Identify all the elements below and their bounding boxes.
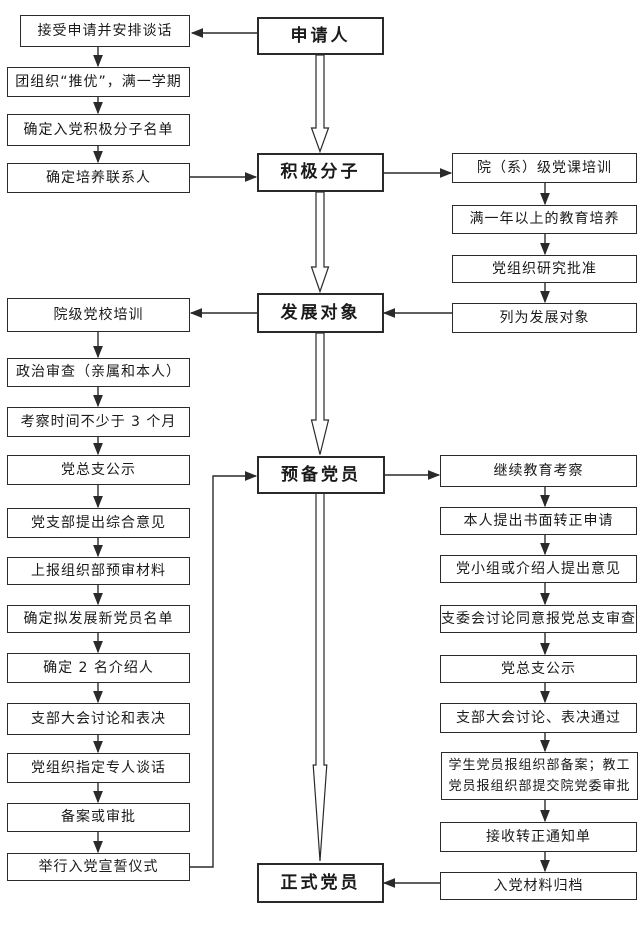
step-org-appointed-talk: 党组织指定专人谈话	[7, 753, 190, 783]
step-branch-meeting-vote: 支部大会讨论和表决	[7, 703, 190, 735]
step-committee-discussion-report: 支委会讨论同意报党总支审查	[440, 605, 637, 633]
step-league-recommendation: 团组织“推优”，满一学期	[7, 67, 190, 97]
hollow-arrow-activist-to-target	[310, 191, 330, 294]
step-continued-education: 继续教育考察	[440, 455, 637, 487]
step-branch-meeting-pass: 支部大会讨论、表决通过	[440, 703, 637, 733]
arrows-right-bottom-branch	[382, 470, 550, 888]
arrows-left-middle-branch	[93, 308, 258, 868]
arrows-right-top-branch	[382, 168, 550, 318]
hollow-arrow-target-to-probationary	[310, 332, 330, 455]
step-group-introducer-opinions: 党小组或介绍人提出意见	[440, 555, 637, 583]
step-assign-cultivation-contact: 确定培养联系人	[7, 163, 190, 193]
node-development-target: 发展对象	[257, 293, 384, 333]
step-confirm-two-introducers: 确定 2 名介绍人	[7, 653, 190, 683]
step-written-transfer-application: 本人提出书面转正申请	[440, 507, 637, 535]
step-filing-or-approval: 备案或审批	[7, 803, 190, 832]
step-general-branch-publicity: 党总支公示	[7, 455, 190, 485]
step-college-party-class: 院（系）级党课培训	[452, 153, 637, 183]
arrows-left-top-branch	[93, 28, 258, 182]
step-accept-application: 接受申请并安排谈话	[20, 15, 190, 47]
step-archive-materials: 入党材料归档	[440, 872, 637, 900]
hollow-arrow-applicant-to-activist	[310, 54, 330, 154]
step-general-branch-publicity-2: 党总支公示	[440, 655, 637, 683]
step-oath-ceremony: 举行入党宣誓仪式	[7, 853, 190, 881]
node-activist: 积极分子	[257, 153, 384, 192]
node-probationary-member: 预备党员	[257, 456, 385, 494]
node-full-member: 正式党员	[257, 863, 384, 903]
step-one-year-cultivation: 满一年以上的教育培养	[452, 205, 637, 234]
hollow-arrow-probationary-to-full	[312, 492, 328, 862]
step-confirm-activist-list: 确定入党积极分子名单	[7, 114, 190, 146]
node-applicant: 申请人	[257, 17, 384, 55]
step-branch-comprehensive-opinion: 党支部提出综合意见	[7, 508, 190, 538]
step-org-research-approval: 党组织研究批准	[452, 255, 637, 283]
step-confirm-new-member-list: 确定拟发展新党员名单	[7, 605, 190, 633]
step-college-party-school: 院级党校培训	[7, 298, 190, 332]
step-report-filing-approval: 学生党员报组织部备案；教工党员报组织部提交院党委审批	[441, 752, 638, 800]
step-submit-preaudit-materials: 上报组织部预审材料	[7, 557, 190, 585]
step-listed-as-target: 列为发展对象	[452, 303, 637, 333]
step-inspection-period: 考察时间不少于 3 个月	[7, 407, 190, 437]
step-receive-transfer-notice: 接收转正通知单	[440, 822, 637, 852]
step-political-review: 政治审查（亲属和本人）	[7, 358, 190, 387]
